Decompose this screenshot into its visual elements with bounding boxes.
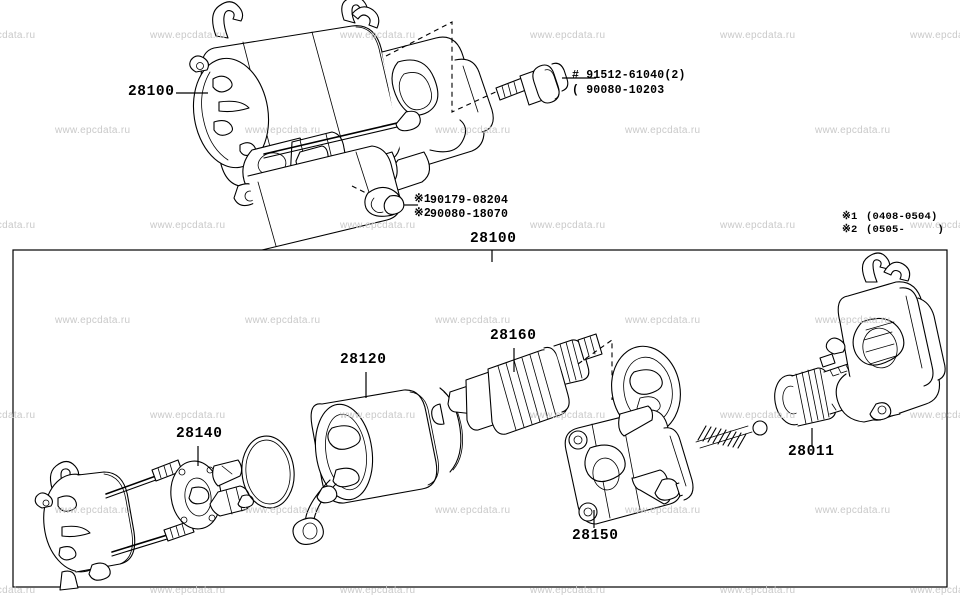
part-number-28120: 28120	[340, 352, 387, 368]
plug-part	[351, 185, 405, 217]
commutator-end-frame	[34, 459, 195, 591]
part-number-28100-top: 28100	[128, 84, 175, 100]
dashed-leader-bolt	[385, 21, 501, 113]
plug-callout-mark-2: ※2	[414, 207, 431, 220]
bolt-part	[495, 62, 569, 106]
bolt-callout-line1: # 91512-61040(2)	[572, 69, 686, 82]
legend-mark-2: ※2	[842, 224, 858, 236]
o-ring-part	[241, 435, 295, 509]
plug-callout-mark-1: ※1	[414, 193, 431, 206]
part-number-28150: 28150	[572, 528, 619, 544]
part-number-28100-box: 28100	[470, 231, 517, 247]
legend-mark-1: ※1	[842, 211, 858, 223]
return-spring-part	[695, 425, 753, 449]
field-frame-part	[292, 387, 463, 545]
plug-callout-number-2: 90080-18070	[430, 208, 509, 221]
drive-housing-part	[819, 252, 946, 423]
bolt-callout-line2: ( 90080-10203	[572, 84, 665, 97]
exploded-view-frame	[12, 249, 948, 588]
magnetic-switch-part	[564, 345, 694, 525]
starter-assembly-top	[189, 0, 494, 251]
brush-holder-part	[170, 459, 254, 530]
plug-callout-number-1: 90179-08204	[430, 194, 509, 207]
legend-range-2: (0505- )	[866, 224, 945, 236]
legend-range-1: (0408-0504)	[866, 211, 938, 223]
armature-part	[431, 333, 603, 435]
part-number-28160: 28160	[490, 328, 537, 344]
part-number-28011: 28011	[788, 444, 835, 460]
spring-seat-part	[752, 420, 768, 436]
part-number-28140: 28140	[176, 426, 223, 442]
